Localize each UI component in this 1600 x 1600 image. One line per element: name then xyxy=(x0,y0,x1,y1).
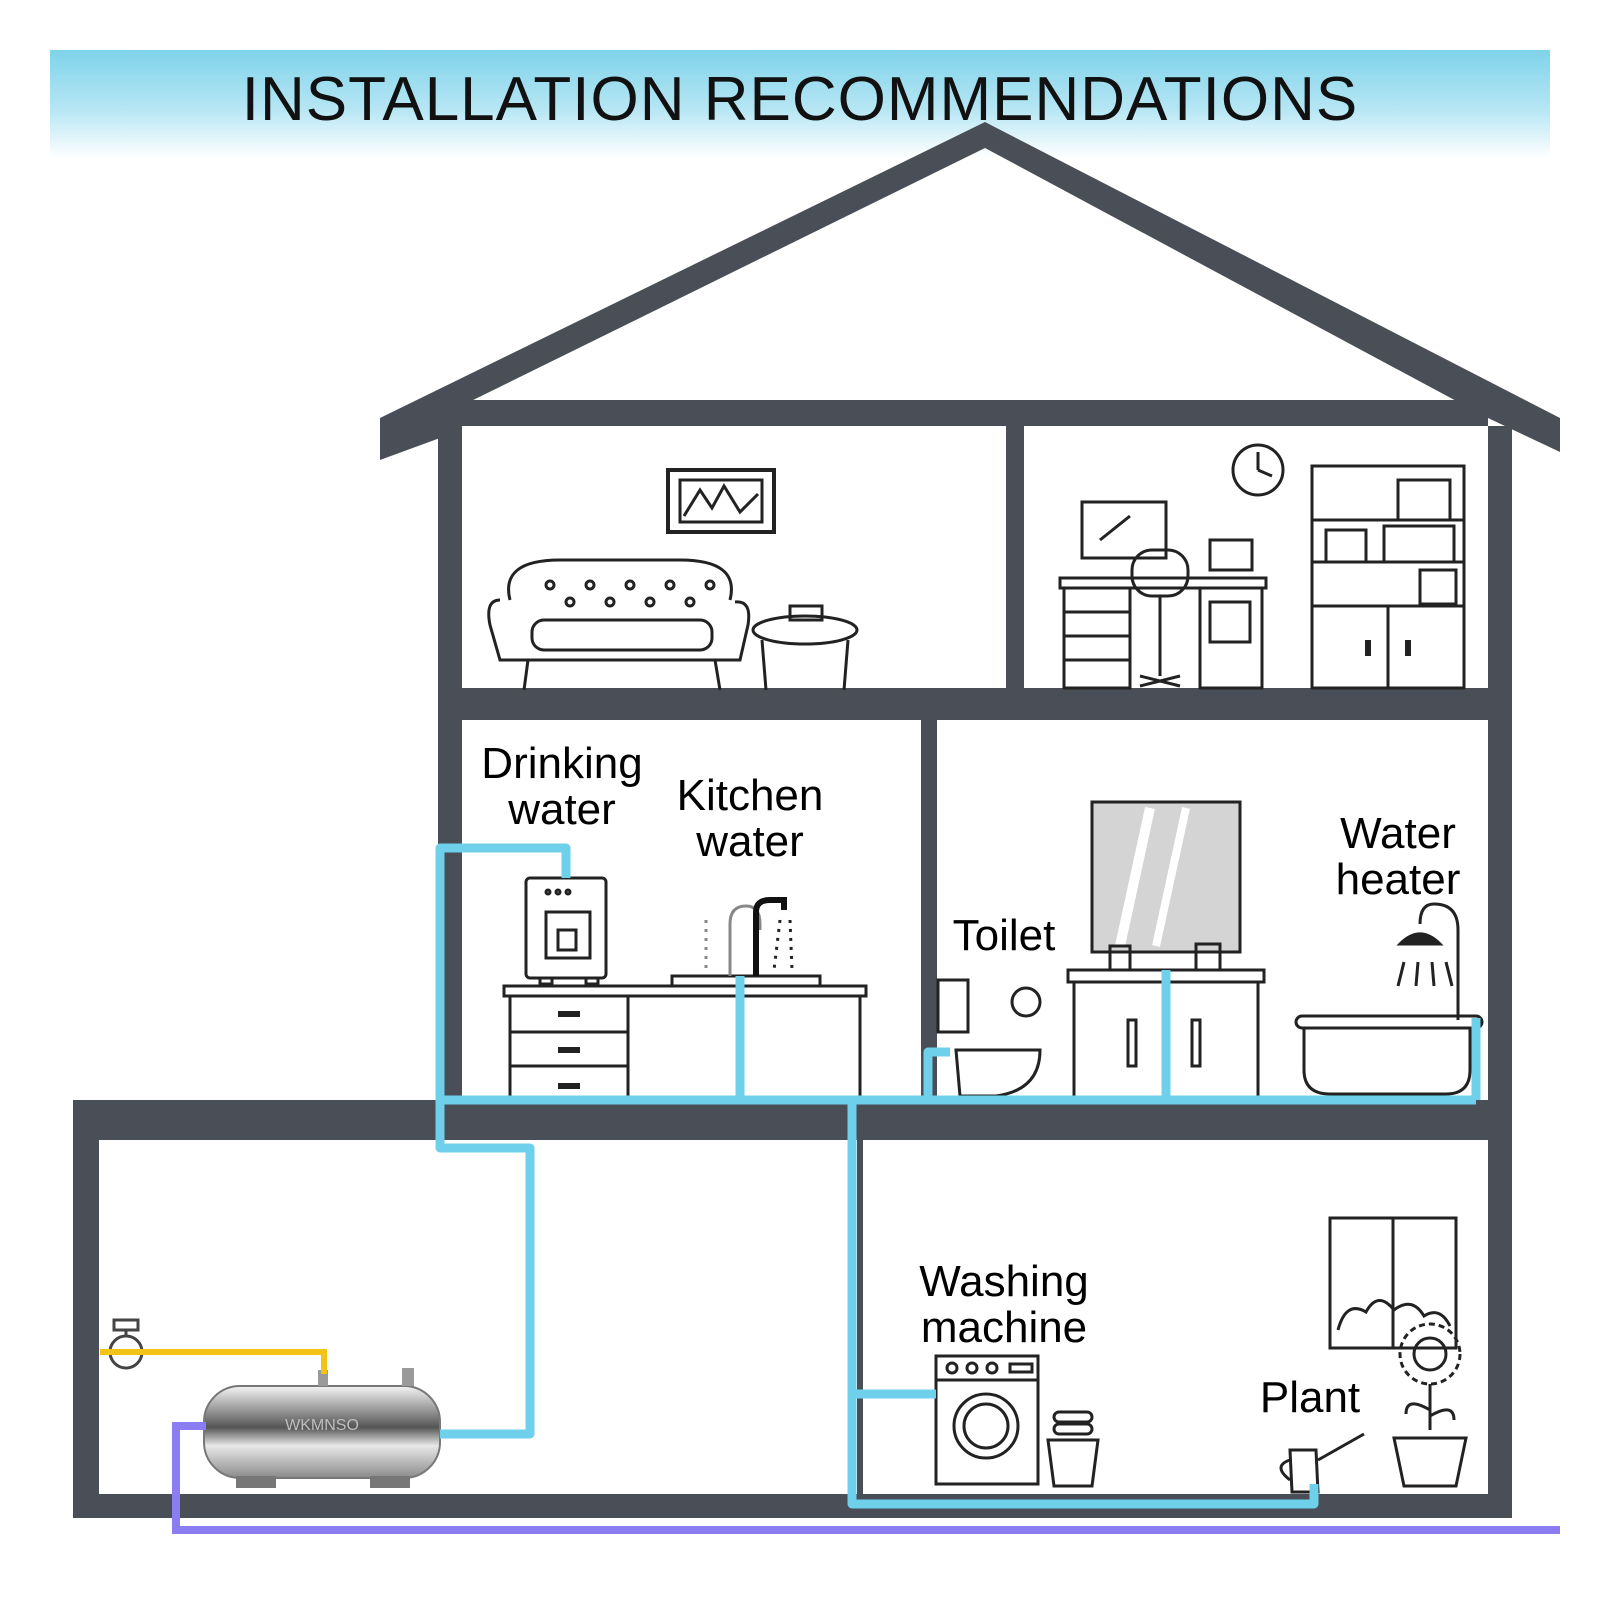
office-room xyxy=(1058,443,1466,690)
kitchen-counter-icon xyxy=(502,974,868,1102)
floor-2 xyxy=(438,688,1512,720)
clock-icon xyxy=(1231,443,1285,497)
living-room xyxy=(487,468,859,691)
label-drinking-water-2: water xyxy=(507,785,616,834)
bathtub-icon xyxy=(1294,1014,1484,1096)
page-title: INSTALLATION RECOMMENDATIONS xyxy=(241,65,1359,134)
kitchen-room xyxy=(502,876,868,1102)
toilet-icon xyxy=(936,978,1042,1098)
label-washing-machine-1: Washing xyxy=(919,1257,1089,1306)
bathroom-room xyxy=(936,800,1484,1100)
label-kitchen-water-2: water xyxy=(695,817,804,866)
drain-pipe xyxy=(172,1422,1560,1534)
office-chair-icon xyxy=(1130,548,1190,688)
picture-frame-icon xyxy=(666,468,776,534)
label-plant: Plant xyxy=(1260,1373,1360,1422)
window-icon xyxy=(1328,1216,1458,1350)
sofa-icon xyxy=(487,558,751,691)
label-washing-machine-2: machine xyxy=(921,1303,1087,1352)
attic-beam xyxy=(440,400,1488,426)
title-banner: INSTALLATION RECOMMENDATIONS xyxy=(50,50,1550,158)
brand-text: WKMNSO xyxy=(285,1417,359,1434)
mirror-icon xyxy=(1090,800,1242,954)
side-table-icon xyxy=(751,604,859,691)
kitchen-faucet-icon xyxy=(704,897,794,976)
plant-pot-icon xyxy=(1392,1322,1468,1488)
basement-divider xyxy=(857,1140,863,1494)
bookshelf-icon xyxy=(1310,464,1466,690)
filter-tank-icon: WKMNSO xyxy=(203,1368,441,1488)
inlet-pipe xyxy=(100,1349,327,1374)
label-drinking-water-1: Drinking xyxy=(481,739,642,788)
label-water-heater-1: Water xyxy=(1340,809,1456,858)
room-labels: Drinking water Kitchen water Toilet Wate… xyxy=(481,739,1460,1422)
label-toilet: Toilet xyxy=(953,911,1056,960)
label-water-heater-2: heater xyxy=(1336,855,1461,904)
desk-icon xyxy=(1058,500,1268,690)
label-kitchen-water-1: Kitchen xyxy=(677,771,824,820)
floor-1 xyxy=(73,1100,1512,1140)
filtered-water-pipe xyxy=(435,843,1481,1509)
basement-left-wall xyxy=(73,1100,99,1518)
laundry-room xyxy=(934,1216,1468,1494)
mid-divider xyxy=(921,720,937,1100)
laundry-basket-icon xyxy=(1046,1410,1100,1488)
top-divider xyxy=(1006,426,1024,694)
watering-can-icon xyxy=(1279,1432,1365,1494)
washing-machine-icon xyxy=(934,1354,1040,1486)
house-structure xyxy=(73,122,1560,1518)
water-dispenser-icon xyxy=(524,876,608,986)
inlet-valve-icon xyxy=(108,1318,144,1370)
right-wall xyxy=(1488,426,1512,1518)
shower-icon xyxy=(1396,902,1460,1020)
